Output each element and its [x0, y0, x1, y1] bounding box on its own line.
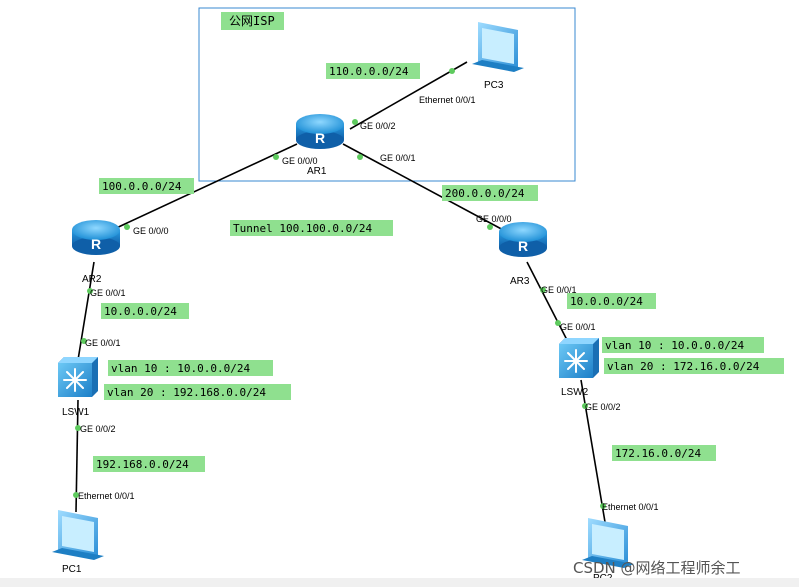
svg-text:192.168.0.0/24: 192.168.0.0/24: [96, 458, 189, 471]
device-name-pc1: PC1: [62, 564, 82, 575]
if-pc2-eth: Ethernet 0/0/1: [602, 502, 659, 512]
subnet-label: 200.0.0.0/24: [442, 185, 538, 201]
if-ar3-g000: GE 0/0/0: [476, 214, 512, 224]
router-ar1[interactable]: R: [296, 114, 344, 149]
subnet-labels: 110.0.0.0/24 100.0.0.0/24 200.0.0.0/24 T…: [93, 63, 784, 472]
link-ar1-ar3: [342, 143, 508, 233]
svg-text:vlan 10 : 10.0.0.0/24: vlan 10 : 10.0.0.0/24: [111, 362, 250, 375]
svg-text:公网ISP: 公网ISP: [229, 14, 275, 28]
if-lsw2-g001: GE 0/0/1: [560, 322, 596, 332]
svg-text:R: R: [315, 130, 325, 146]
port-dot: [81, 338, 87, 344]
subnet-label: 100.0.0.0/24: [99, 178, 194, 194]
if-ar1-g002: GE 0/0/2: [360, 121, 396, 131]
bottom-strip: [0, 578, 799, 587]
device-name-pc3: PC3: [484, 80, 504, 91]
link-ar1-ar2: [111, 143, 298, 231]
svg-text:200.0.0.0/24: 200.0.0.0/24: [445, 187, 525, 200]
if-ar3-g001: GE 0/0/1: [541, 285, 577, 295]
if-ar2-g001: GE 0/0/1: [90, 288, 126, 298]
port-dot: [273, 154, 279, 160]
pc-pc2[interactable]: [582, 518, 634, 568]
link-ar3-lsw2: [526, 261, 568, 341]
device-name-lsw2: LSW2: [561, 387, 589, 398]
svg-text:10.0.0.0/24: 10.0.0.0/24: [104, 305, 177, 318]
port-dot: [540, 287, 546, 293]
port-dot: [75, 425, 81, 431]
port-dot: [449, 68, 455, 74]
port-dot: [87, 288, 93, 294]
port-dot: [600, 503, 606, 509]
port-dots: [73, 68, 606, 509]
subnet-label: 110.0.0.0/24: [326, 63, 420, 79]
subnet-label: 192.168.0.0/24: [93, 456, 205, 472]
if-lsw1-g002: GE 0/0/2: [80, 424, 116, 434]
subnet-label: vlan 20 : 172.16.0.0/24: [604, 358, 784, 374]
isp-region-box: [198, 7, 576, 182]
if-lsw1-g001: GE 0/0/1: [85, 338, 121, 348]
subnet-label: vlan 10 : 10.0.0.0/24: [108, 360, 273, 376]
svg-text:172.16.0.0/24: 172.16.0.0/24: [615, 447, 701, 460]
links: [75, 61, 606, 523]
port-dot: [357, 154, 363, 160]
device-name-ar2: AR2: [82, 274, 102, 285]
device-name-ar3: AR3: [510, 276, 530, 287]
subnet-label: Tunnel 100.100.0.0/24: [230, 220, 393, 236]
switch-lsw1[interactable]: [58, 357, 98, 397]
router-ar3[interactable]: R: [499, 222, 547, 257]
subnet-label: 172.16.0.0/24: [612, 445, 716, 461]
if-ar1-g001: GE 0/0/1: [380, 153, 416, 163]
if-ar1-g000: GE 0/0/0: [282, 156, 318, 166]
port-dot: [555, 320, 561, 326]
device-name-ar1: AR1: [307, 166, 327, 177]
svg-text:100.0.0.0/24: 100.0.0.0/24: [102, 180, 182, 193]
switch-lsw2[interactable]: [559, 338, 599, 378]
port-dot: [352, 119, 358, 125]
if-pc3-eth: Ethernet 0/0/1: [419, 95, 476, 105]
svg-text:vlan 10 : 10.0.0.0/24: vlan 10 : 10.0.0.0/24: [605, 339, 744, 352]
isp-label: 公网ISP: [221, 12, 284, 30]
device-name-lsw1: LSW1: [62, 407, 90, 418]
svg-text:vlan 20 : 192.168.0.0/24: vlan 20 : 192.168.0.0/24: [107, 386, 266, 399]
port-dot: [73, 492, 79, 498]
subnet-label: 10.0.0.0/24: [567, 293, 656, 309]
subnet-label: vlan 20 : 192.168.0.0/24: [104, 384, 291, 400]
router-ar2[interactable]: R: [72, 220, 120, 255]
svg-text:vlan 20 : 172.16.0.0/24: vlan 20 : 172.16.0.0/24: [607, 360, 760, 373]
watermark: CSDN @网络工程师余工: [573, 559, 741, 577]
svg-text:R: R: [518, 238, 528, 254]
subnet-label: 10.0.0.0/24: [101, 303, 189, 319]
if-pc1-eth: Ethernet 0/0/1: [78, 491, 135, 501]
if-ar2-g000: GE 0/0/0: [133, 226, 169, 236]
pc-pc1[interactable]: [52, 510, 104, 560]
svg-text:10.0.0.0/24: 10.0.0.0/24: [570, 295, 643, 308]
pc-pc3[interactable]: [472, 22, 524, 72]
link-ar2-lsw1: [77, 261, 95, 361]
port-dot: [487, 224, 493, 230]
svg-text:Tunnel 100.100.0.0/24: Tunnel 100.100.0.0/24: [233, 222, 372, 235]
port-dot: [124, 224, 130, 230]
subnet-label: vlan 10 : 10.0.0.0/24: [602, 337, 764, 353]
svg-text:R: R: [91, 236, 101, 252]
interface-labels: Ethernet 0/0/1 GE 0/0/2 GE 0/0/0 GE 0/0/…: [78, 95, 659, 512]
link-ar1-pc3: [349, 61, 468, 130]
port-dot: [582, 403, 588, 409]
svg-text:110.0.0.0/24: 110.0.0.0/24: [329, 65, 409, 78]
if-lsw2-g002: GE 0/0/2: [585, 402, 621, 412]
